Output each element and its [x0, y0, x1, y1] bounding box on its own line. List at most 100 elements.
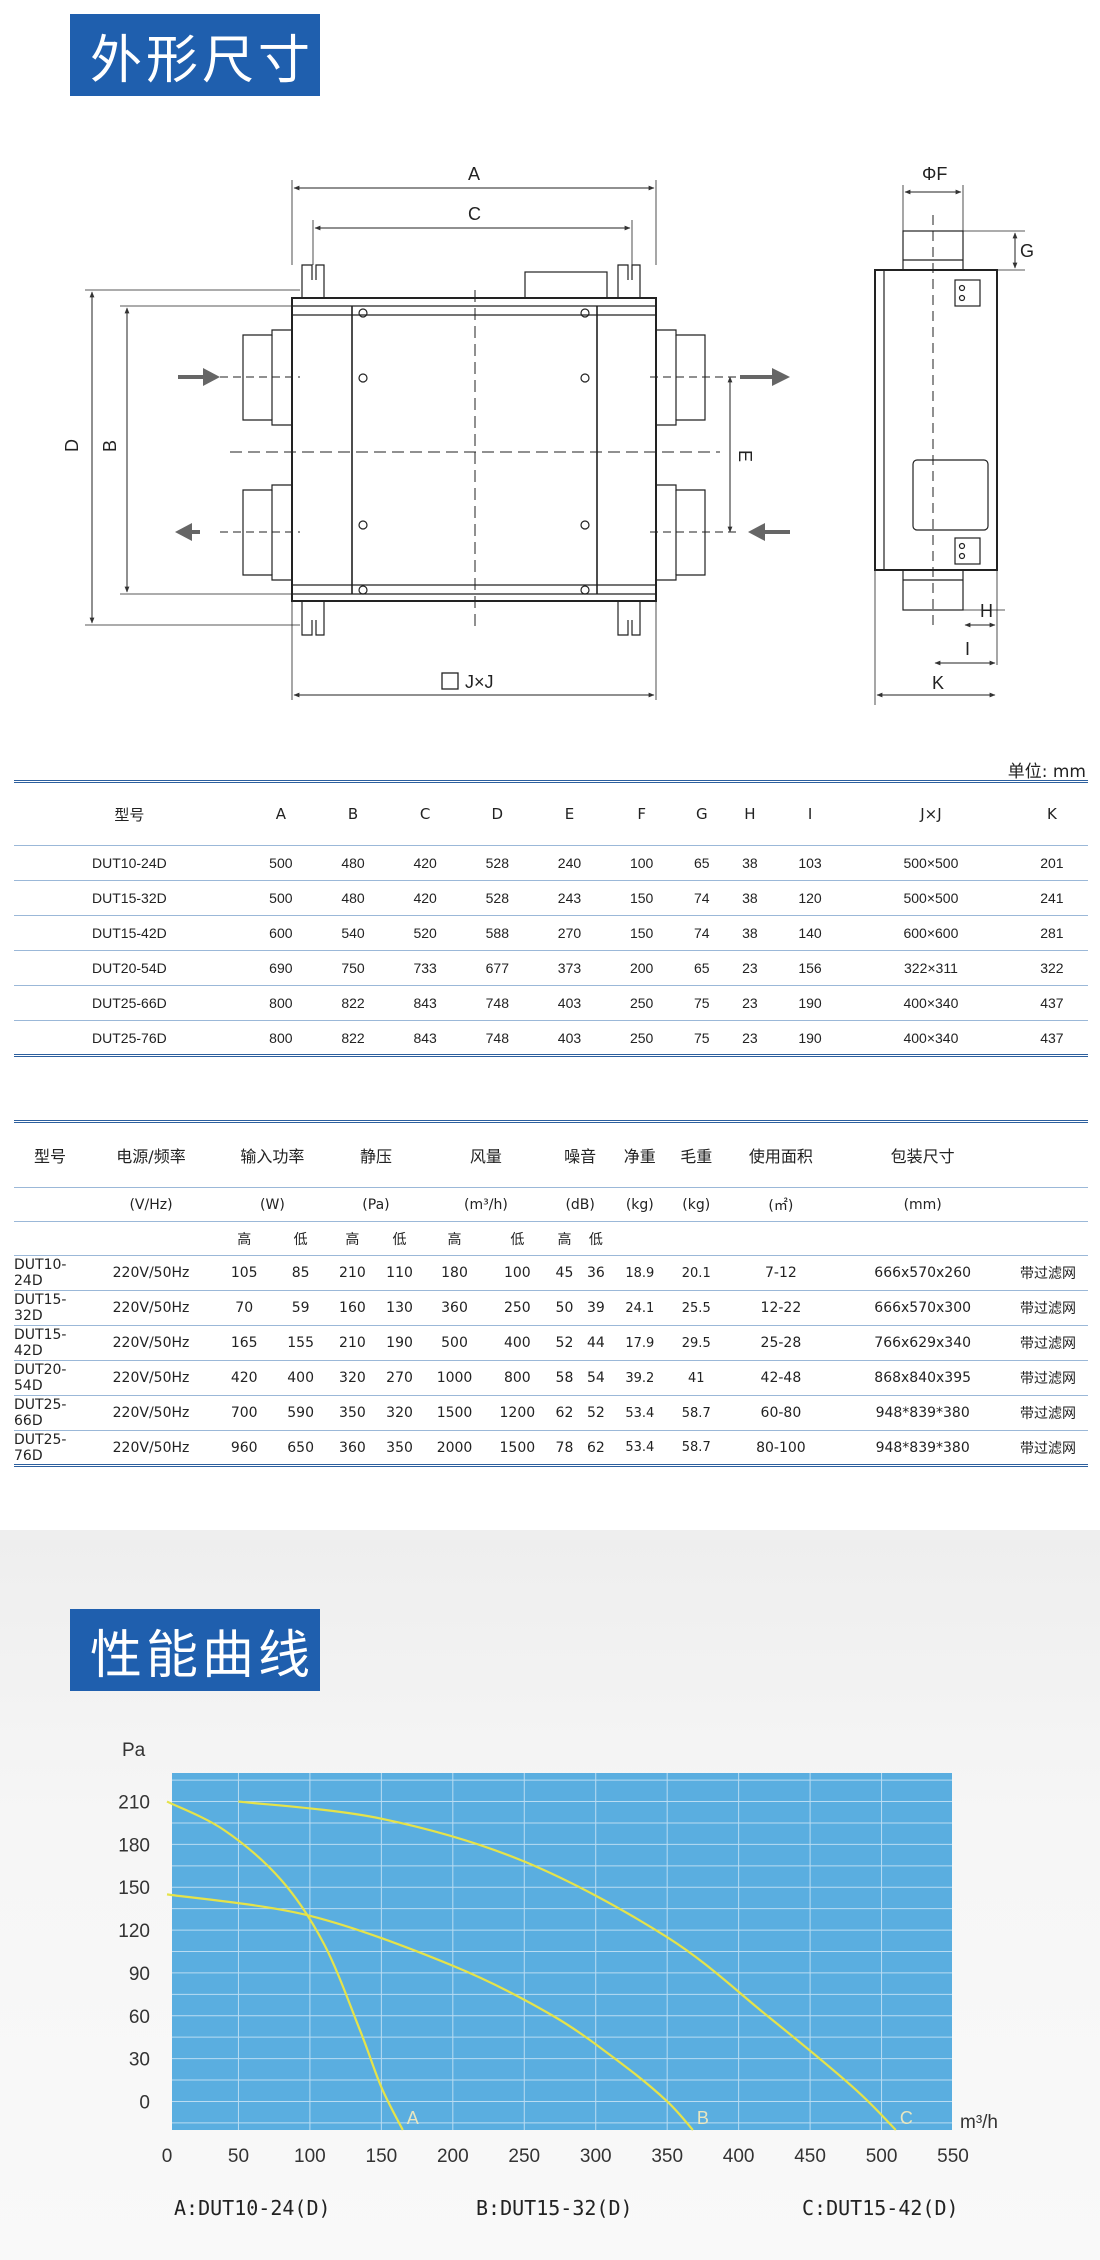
legend-item-c: C:DUT15-42(D): [802, 2196, 959, 2220]
table-cell: 403: [533, 1020, 606, 1056]
table-cell: 带过滤网: [1008, 1430, 1088, 1466]
table-cell: 85: [272, 1255, 329, 1291]
table-cell: 540: [316, 915, 390, 951]
table-cell: 1200: [485, 1395, 549, 1431]
y-tick-label: 180: [118, 1835, 150, 1856]
table-cell: 250: [485, 1290, 549, 1326]
x-tick-label: 100: [294, 2146, 326, 2167]
table-cell: 822: [316, 1020, 390, 1056]
table-cell: 748: [461, 985, 534, 1021]
table-cell: 75: [677, 985, 726, 1021]
table-cell: 59: [272, 1290, 329, 1326]
table-cell: 180: [423, 1255, 486, 1291]
label-a: A: [468, 164, 480, 184]
table-cell: 38: [725, 845, 774, 881]
table-cell: 25-28: [724, 1325, 838, 1361]
label-phi-f: ΦF: [922, 164, 947, 184]
series-label-a: A: [407, 2108, 419, 2128]
table-cell: 500: [244, 880, 317, 916]
table-cell: 500×500: [846, 880, 1016, 916]
table-highlow-row: 高低 高低 高低 高低: [14, 1221, 1088, 1256]
table-cell: 420: [389, 880, 462, 916]
table-cell: 160: [328, 1290, 376, 1326]
table-cell: DUT15-42D: [14, 1325, 86, 1361]
table-cell: 42-48: [724, 1360, 838, 1396]
table-cell: 2000: [423, 1430, 486, 1466]
table-cell: 210: [328, 1255, 376, 1291]
y-tick-label: 150: [118, 1878, 150, 1899]
y-tick-label: 120: [118, 1921, 150, 1942]
table-cell: DUT25-76D: [14, 1430, 86, 1466]
table-cell: 600: [244, 915, 317, 951]
table-cell: 320: [375, 1395, 424, 1431]
label-i: I: [965, 639, 970, 659]
table-cell: DUT10-24D: [14, 845, 245, 881]
table-cell: 220V/50Hz: [86, 1360, 216, 1396]
x-tick-label: 200: [437, 2146, 469, 2167]
table-cell: 156: [773, 950, 847, 986]
table-cell: 58.7: [668, 1395, 725, 1431]
table-cell: 23: [725, 950, 774, 986]
table-cell: 800: [244, 985, 317, 1021]
table-cell: 190: [773, 1020, 847, 1056]
table-cell: 190: [375, 1325, 424, 1361]
label-c: C: [468, 204, 481, 224]
table-cell: 60-80: [724, 1395, 838, 1431]
label-g: G: [1020, 241, 1034, 261]
x-tick-label: 300: [580, 2146, 612, 2167]
table-cell: 7-12: [724, 1255, 838, 1291]
table-cell: 带过滤网: [1008, 1290, 1088, 1326]
table-cell: 190: [773, 985, 847, 1021]
table-cell: 948*839*380: [837, 1395, 1008, 1431]
table-cell: 480: [316, 880, 390, 916]
table-cell: 843: [389, 985, 462, 1021]
y-tick-label: 30: [129, 2050, 150, 2071]
performance-table: 型号 电源/频率 输入功率 静压 风量 噪音 净重 毛重 使用面积 包装尺寸 (…: [14, 1120, 1088, 1467]
table-cell: 500×500: [846, 845, 1016, 881]
table-cell: 528: [461, 880, 534, 916]
y-tick-label: 210: [118, 1793, 150, 1814]
square-icon: [441, 672, 459, 690]
table-cell: 700: [216, 1395, 273, 1431]
table-cell: DUT20-54D: [14, 950, 245, 986]
table-cell: 270: [375, 1360, 424, 1396]
x-tick-label: 500: [866, 2146, 898, 2167]
table-cell: 140: [773, 915, 847, 951]
table-cell: 868x840x395: [837, 1360, 1008, 1396]
table-cell: 403: [533, 985, 606, 1021]
table-cell: 800: [485, 1360, 549, 1396]
table-cell: 200: [605, 950, 678, 986]
table-cell: 80-100: [724, 1430, 838, 1466]
table-cell: 53.4: [611, 1430, 669, 1466]
series-line-a: [166, 1800, 404, 2131]
table-cell: 38: [725, 915, 774, 951]
table-cell: 666x570x260: [837, 1255, 1008, 1291]
table-cell: DUT25-66D: [14, 1395, 86, 1431]
x-tick-label: 50: [228, 2146, 249, 2167]
series-line-b: [166, 1893, 694, 2131]
table-cell: 38: [725, 880, 774, 916]
table-cell: 400: [485, 1325, 549, 1361]
table-cell: 588: [461, 915, 534, 951]
table-cell: 960: [216, 1430, 273, 1466]
table-cell: 54: [580, 1360, 612, 1396]
table-cell: 24.1: [611, 1290, 669, 1326]
table-cell: 400: [272, 1360, 329, 1396]
table-cell: 74: [677, 915, 726, 951]
table-cell: 130: [375, 1290, 424, 1326]
series-label-b: B: [697, 2108, 709, 2128]
table-cell: DUT25-76D: [14, 1020, 245, 1056]
table-cell: 400×340: [846, 985, 1016, 1021]
table-cell: 590: [272, 1395, 329, 1431]
table-cell: 766x629x340: [837, 1325, 1008, 1361]
table-cell: 18.9: [611, 1255, 669, 1291]
table-cell: 39: [580, 1290, 612, 1326]
table-cell: 520: [389, 915, 462, 951]
